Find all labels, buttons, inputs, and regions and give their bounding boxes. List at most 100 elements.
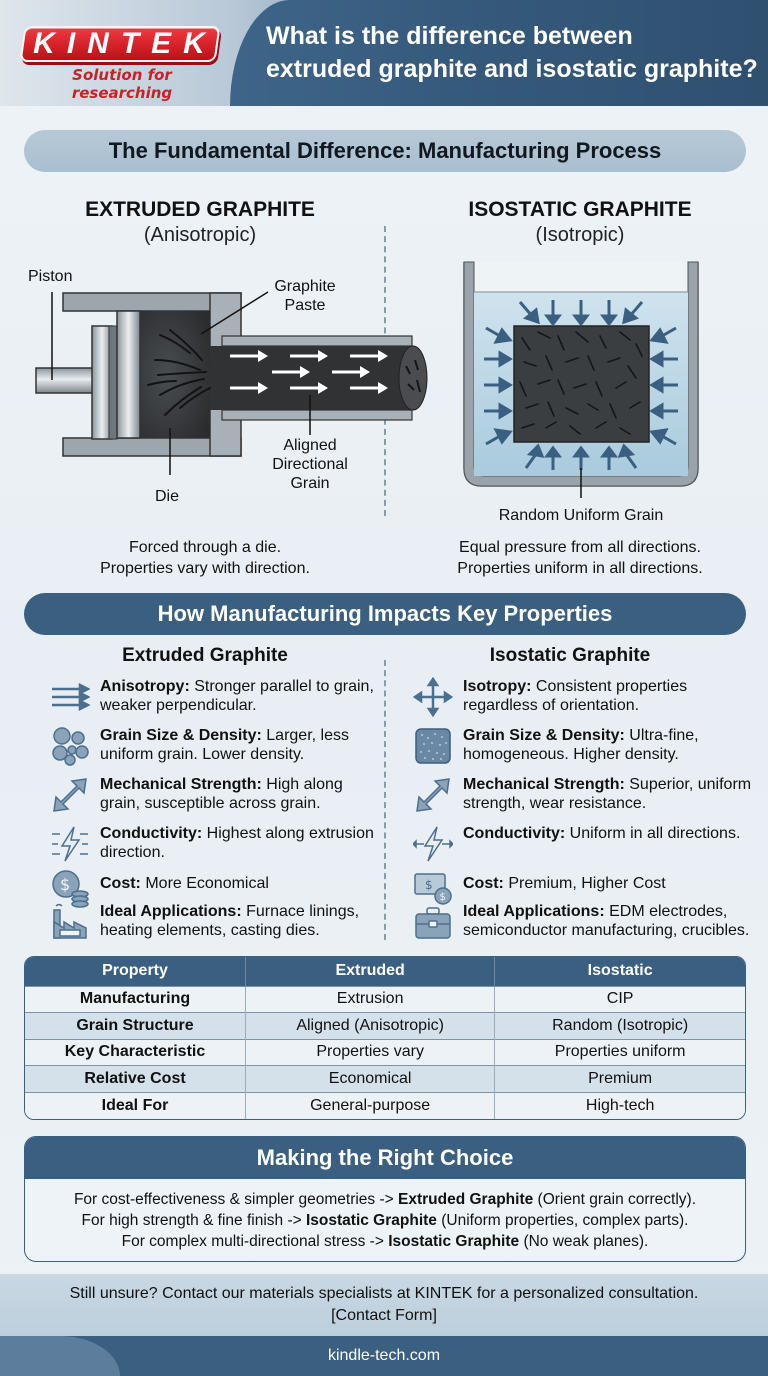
property-cell: Relative Cost [25,1065,246,1092]
header-band [230,0,768,106]
property-value: Superior, uniform strength, wear resista… [463,776,752,812]
isostatic-prop-isotropy: Isotropy: Consistent properties regardle… [413,677,758,717]
aligned-grain-label: Aligned Directional Grain [265,436,355,493]
extrusion-diagram [35,291,428,475]
isostatic-prop-applications: Ideal Applications: EDM electrodes, semi… [413,902,758,942]
recommendation-condition: For cost-effectiveness & simpler geometr… [73,1191,399,1208]
table-row: Ideal For General-purpose High-tech [25,1091,745,1119]
property-label: Conductivity: [100,825,203,842]
extruded-prop-strength: Mechanical Strength: High along grain, s… [50,775,380,815]
property-text: Cost: More Economical [100,868,269,893]
table-row: Relative Cost Economical Premium [25,1065,745,1092]
extruded-cell: Aligned (Anisotropic) [245,1012,496,1039]
table-row: Grain Structure Aligned (Anisotropic) Ra… [25,1012,745,1039]
table-row: Manufacturing Extrusion CIP [25,985,745,1013]
property-text: Anisotropy: Stronger parallel to grain, … [100,677,380,715]
recommendation-material: Isostatic Graphite [388,1233,520,1250]
property-label: Mechanical Strength: [100,776,262,793]
recommendation-note: (No weak planes). [519,1233,649,1250]
isostatic-prop-grain: Grain Size & Density: Ultra-fine, homoge… [413,726,758,766]
isostatic-prop-cost: $$ Cost: Premium, Higher Cost [413,868,758,908]
extruded-properties-heading: Extruded Graphite [122,645,288,666]
label-line: Aligned [283,437,337,454]
caption-line: Properties vary with direction. [100,560,310,577]
lightning-arrows-icon [413,826,453,862]
caption-line: Equal pressure from all directions. [459,539,701,556]
isostatic-cell: Premium [494,1065,745,1092]
label-line: Paste [284,297,326,314]
property-value: High along grain, susceptible across gra… [100,776,343,812]
extruded-cell: Extrusion [245,985,496,1013]
recommendation-line: For cost-effectiveness & simpler geometr… [25,1189,745,1210]
four-way-arrows-icon [413,677,453,717]
table-header-row: Property Extruded Isostatic [25,957,745,986]
property-label: Grain Size & Density: [100,727,262,744]
table-row: Key Characteristic Properties vary Prope… [25,1038,745,1066]
parallel-arrows-icon [52,682,90,712]
property-label: Mechanical Strength: [463,776,625,793]
label-line: Graphite [274,278,336,295]
property-label: Anisotropy: [100,678,190,695]
extruded-subtitle: (Anisotropic) [143,224,257,246]
random-grain-label: Random Uniform Grain [498,507,664,524]
briefcase-icon [415,907,451,939]
section-heading-manufacturing: The Fundamental Difference: Manufacturin… [24,130,746,172]
property-label: Cost: [100,875,141,892]
isostatic-cell: Properties uniform [494,1038,745,1066]
property-label: Grain Size & Density: [463,727,625,744]
property-text: Mechanical Strength: Superior, uniform s… [463,775,758,813]
column-header: Isostatic [494,957,745,986]
extruded-prop-anisotropy: Anisotropy: Stronger parallel to grain, … [50,677,380,717]
property-text: Conductivity: Uniform in all directions. [463,824,740,843]
fine-grain-square-icon [415,728,451,764]
page-title: What is the difference between extruded … [266,20,766,86]
extruded-prop-conductivity: Conductivity: Highest along extrusion di… [50,824,380,864]
factory-icon [53,903,87,939]
isostatic-cell: CIP [494,985,745,1013]
isostatic-subtitle: (Isotropic) [535,224,625,246]
isostatic-caption: Equal pressure from all directions. Prop… [410,537,750,579]
piston-label: Piston [28,268,73,285]
property-text: Isotropy: Consistent properties regardle… [463,677,758,715]
property-cell: Key Characteristic [25,1038,246,1066]
title-line-2: extruded graphite and isostatic graphite… [266,55,758,83]
property-label: Ideal Applications: [463,903,605,920]
recommendation-line: For complex multi-directional stress -> … [25,1231,745,1252]
recommendation-note: (Orient grain correctly). [533,1191,697,1208]
logo[interactable]: KINTEK [33,27,217,60]
banknote-coins-icon: $$ [414,873,452,905]
cta-text: Still unsure? Contact our materials spec… [69,1285,699,1302]
property-value: Ultra-fine, homogeneous. Higher density. [463,727,699,763]
property-label: Conductivity: [463,825,566,842]
caption-line: Properties uniform in all directions. [457,560,703,577]
comparison-table: Property Extruded Isostatic Manufacturin… [24,956,746,1120]
property-cell: Ideal For [25,1091,246,1119]
property-text: Grain Size & Density: Ultra-fine, homoge… [463,726,758,764]
column-header: Extruded [245,957,496,986]
property-text: Grain Size & Density: Larger, less unifo… [100,726,380,764]
recommendation-material: Extruded Graphite [398,1191,534,1208]
property-value: Consistent properties regardless of orie… [463,678,688,714]
property-cell: Grain Structure [25,1012,246,1039]
caption-line: Forced through a die. [128,539,282,556]
recommendation-line: For high strength & fine finish -> Isost… [25,1210,745,1231]
property-text: Ideal Applications: Furnace linings, hea… [100,902,380,940]
svg-text:$: $ [60,875,70,894]
grain-circles-icon [52,727,89,766]
recommendation-material: Isostatic Graphite [305,1212,437,1229]
recommendation-list: For cost-effectiveness & simpler geometr… [25,1179,745,1252]
property-text: Ideal Applications: EDM electrodes, semi… [463,902,758,940]
website-link[interactable]: kindle-tech.com [327,1347,441,1364]
property-value: Larger, less uniform grain. Lower densit… [100,727,349,763]
section-heading-properties: How Manufacturing Impacts Key Properties [24,593,746,635]
diagonal-double-arrow-icon [53,778,87,812]
footer: kindle-tech.com [0,1336,768,1376]
property-value: Stronger parallel to grain, weaker perpe… [100,678,374,714]
isostatic-title: ISOSTATIC GRAPHITE [468,198,692,221]
property-value: Furnace linings, heating elements, casti… [100,903,360,939]
contact-form-link[interactable]: [Contact Form] [331,1307,437,1324]
property-value: Premium, Higher Cost [503,875,666,892]
extruded-prop-applications: Ideal Applications: Furnace linings, hea… [50,902,380,942]
coin-dollar-icon: $ [52,870,89,908]
